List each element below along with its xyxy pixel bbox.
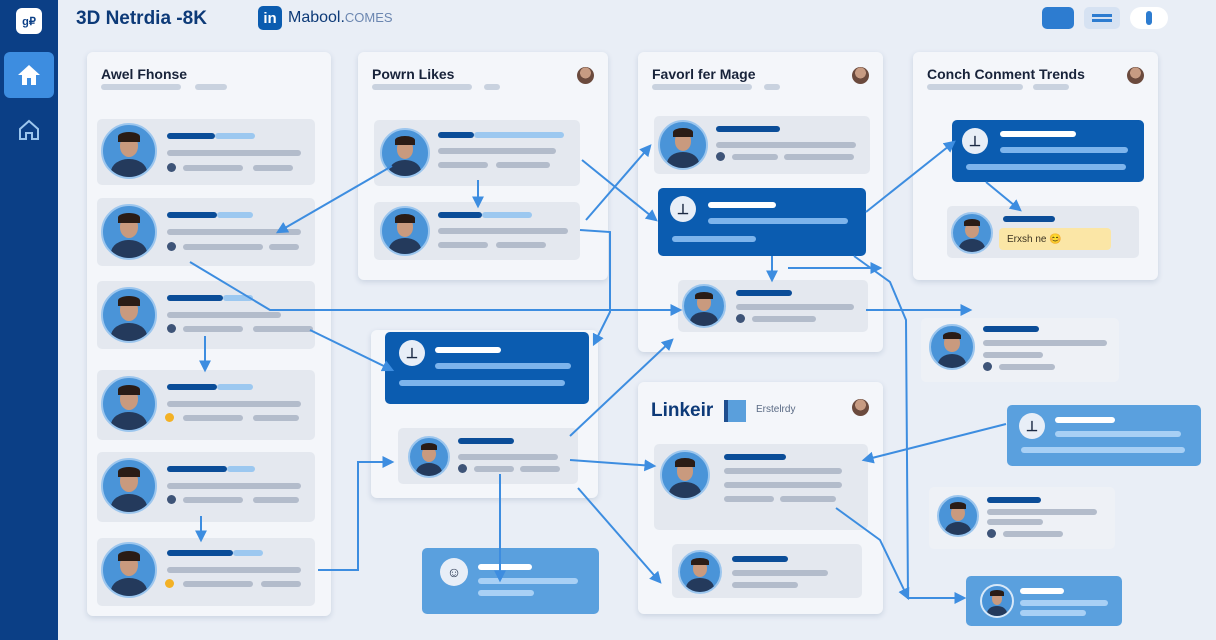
list-item[interactable] [654, 116, 870, 174]
nav-home-button[interactable] [4, 52, 54, 98]
reaction-toast: Erxsh ne 😊 [999, 228, 1111, 250]
avatar [101, 204, 157, 260]
avatar [951, 212, 993, 254]
post-block[interactable]: ⊥ [658, 188, 866, 256]
post-block[interactable]: ⊥ [1007, 405, 1201, 466]
list-item[interactable] [654, 444, 868, 530]
panel-user-avatar[interactable] [852, 67, 869, 84]
profile-button[interactable] [1130, 7, 1168, 29]
brand-name: Mabool. [288, 9, 345, 26]
avatar [660, 450, 710, 500]
avatar [408, 436, 450, 478]
panel-user-avatar[interactable] [577, 67, 594, 84]
linker-title: Linkeir [651, 400, 714, 421]
list-item[interactable] [97, 281, 315, 349]
panel-title: Conch Conment Trends [927, 66, 1085, 82]
avatar [101, 542, 157, 598]
list-item[interactable] [678, 280, 868, 332]
avatar [678, 550, 722, 594]
messages-button[interactable] [1042, 7, 1074, 29]
sidebar-rail: ɡ₽ [0, 0, 58, 640]
panel-title: Powrn Likes [372, 66, 455, 82]
home-icon [18, 65, 40, 85]
avatar [101, 458, 157, 514]
app-title: 3D Netrdia -8K [76, 8, 207, 29]
list-item[interactable] [97, 538, 315, 606]
home-outline-icon [19, 119, 39, 140]
share-icon: ☺ [440, 558, 468, 586]
avatar [658, 120, 708, 170]
linker-subtitle: Erstelrdy [756, 404, 796, 415]
avatar [380, 206, 430, 256]
panel-user-avatar[interactable] [1127, 67, 1144, 84]
list-item[interactable] [97, 370, 315, 440]
panel-title: Favorl fer Mage [652, 66, 756, 82]
avatar [682, 284, 726, 328]
brand-logo-icon: in [258, 6, 282, 30]
list-item[interactable] [398, 428, 578, 484]
avatar [101, 123, 157, 179]
share-block[interactable]: ☺ [422, 548, 599, 614]
avatar [980, 584, 1014, 618]
panel-user-avatar[interactable] [852, 399, 869, 416]
list-item[interactable] [672, 544, 862, 598]
avatar [101, 376, 157, 432]
avatar [937, 495, 979, 537]
linker-logo-icon [724, 400, 746, 422]
post-block[interactable]: ⊥ [952, 120, 1144, 182]
list-item[interactable] [374, 202, 580, 260]
list-item[interactable] [374, 120, 580, 186]
panel-title: Awel Fhonse [101, 66, 188, 82]
avatar [380, 128, 430, 178]
avatar [101, 287, 157, 343]
panel-awel-fhonse: Awel Fhonse [87, 52, 331, 616]
panel-powrn-likes: Powrn Likes [358, 52, 608, 280]
app-logo-icon[interactable]: ɡ₽ [16, 8, 42, 34]
list-item[interactable] [97, 452, 315, 522]
pin-icon: ⊥ [962, 128, 988, 154]
menu-button[interactable] [1084, 7, 1120, 29]
brand[interactable]: in Mabool.COMES [258, 6, 393, 30]
list-item[interactable] [97, 198, 315, 266]
share-block[interactable] [966, 576, 1122, 626]
list-item[interactable] [929, 487, 1115, 549]
pin-icon: ⊥ [399, 340, 425, 366]
pin-icon: ⊥ [1019, 413, 1045, 439]
brand-suffix: COMES [344, 10, 393, 25]
avatar [929, 324, 975, 370]
list-item[interactable] [921, 318, 1119, 382]
list-item[interactable] [97, 119, 315, 185]
nav-home-outline-button[interactable] [15, 116, 43, 144]
post-block[interactable]: ⊥ [385, 332, 589, 404]
pin-icon: ⊥ [670, 196, 696, 222]
